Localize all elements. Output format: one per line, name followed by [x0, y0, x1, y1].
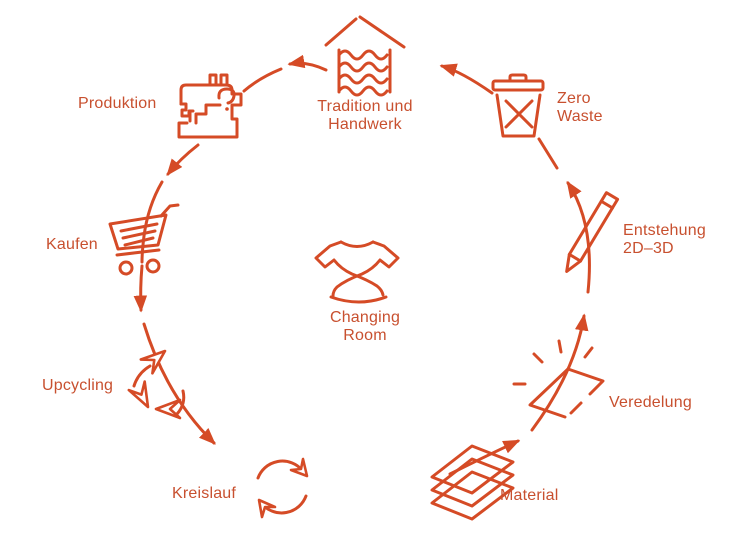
cycle-arrows-icon: [256, 457, 309, 519]
stacked-sheets-icon: [430, 444, 515, 521]
label-material: Material: [500, 487, 559, 504]
flow-arrow-produktion-kaufen: [166, 143, 200, 176]
flow-arrow-zerowaste-tradition: [439, 63, 494, 95]
label-line: 2D–3D: [623, 240, 674, 258]
label-line: Entstehung: [623, 222, 706, 239]
flow-segment: [242, 67, 283, 93]
flow-arrow-veredelung-entstehung: [530, 313, 589, 432]
label-changing-room: Changing Room: [320, 309, 410, 345]
roof-waves-icon: [324, 15, 406, 97]
trash-can-x-icon: [491, 73, 545, 138]
label-entstehung-2d-3d: Entstehung 2D–3D: [623, 222, 706, 258]
shopping-cart-icon: [108, 203, 180, 276]
sewing-machine-icon: [177, 73, 243, 139]
label-kaufen: Kaufen: [46, 236, 98, 253]
flow-arrow-kaufen-upcycling: [133, 264, 148, 313]
label-zero-waste: Zero Waste: [557, 90, 603, 126]
label-line: Room: [343, 327, 387, 345]
label-kreislauf: Kreislauf: [172, 485, 237, 502]
flow-segment: [140, 180, 164, 264]
flow-arrow-upcycling-kreislauf: [142, 322, 216, 445]
flow-segment: [537, 137, 559, 170]
label-upcycling: Upcycling: [42, 377, 114, 394]
recycle-arrows-icon: [127, 342, 186, 420]
shining-sheet-icon: [512, 339, 605, 419]
flow-arrow-entstehung-zerowaste: [566, 180, 591, 294]
label-line: Zero: [557, 90, 591, 107]
label-line: Waste: [557, 108, 603, 126]
label-veredelung: Veredelung: [609, 394, 692, 411]
label-line: Changing: [329, 309, 401, 326]
pencil-icon: [565, 191, 620, 273]
flow-arrows: [133, 54, 591, 476]
label-tradition-handwerk: Tradition und Handwerk: [300, 98, 430, 134]
tshirt-figure-icon: [314, 240, 400, 304]
flow-arrow-tradition-produktion: [287, 54, 328, 72]
label-line: Tradition und: [317, 98, 413, 115]
label-produktion: Produktion: [78, 95, 157, 112]
label-line: Handwerk: [328, 116, 402, 134]
